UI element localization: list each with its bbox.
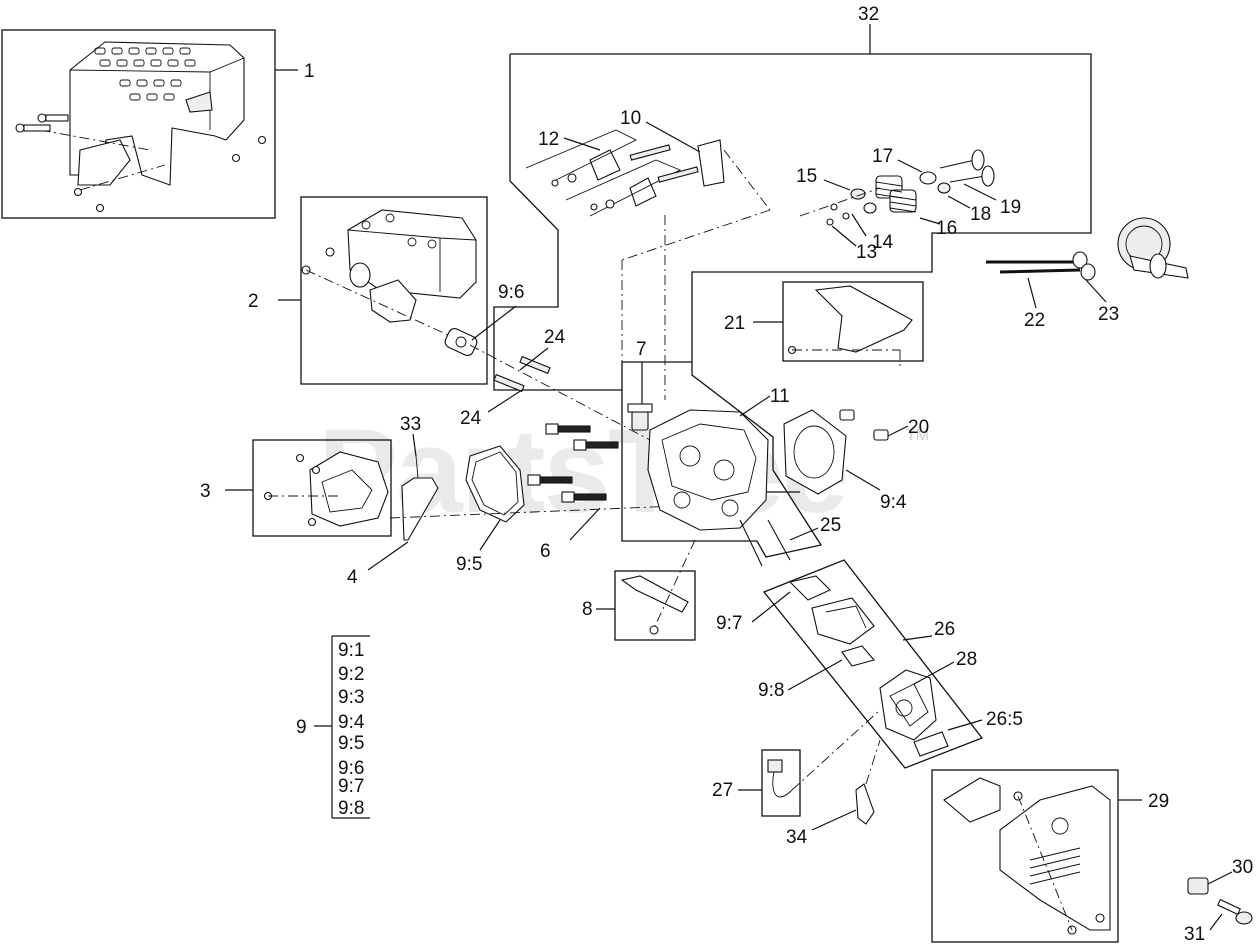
callout-19[interactable]: 19 <box>1000 197 1021 218</box>
deflector-21-part <box>787 285 913 370</box>
callout-9-4[interactable]: 9:4 <box>880 492 907 513</box>
air-cleaner-part <box>301 209 478 356</box>
callout-23[interactable]: 23 <box>1098 304 1119 325</box>
group-box-2 <box>278 196 488 385</box>
group-box-21 <box>753 281 924 362</box>
bracket-8-part <box>620 539 696 635</box>
callout-22[interactable]: 22 <box>1024 310 1045 331</box>
callout-14[interactable]: 14 <box>872 232 894 253</box>
leader-9-6 <box>471 305 517 341</box>
callout-8[interactable]: 8 <box>582 599 593 620</box>
callout-16[interactable]: 16 <box>936 218 957 239</box>
housing-29-part <box>943 777 1111 935</box>
callout-31[interactable]: 31 <box>1184 924 1205 945</box>
kit-legend-item: 9:4 <box>338 712 365 733</box>
kit-legend-item: 9:8 <box>338 798 364 819</box>
group-box-29 <box>931 769 1142 943</box>
valve-train-part <box>525 121 997 400</box>
camshaft-part <box>986 217 1189 309</box>
valve-cover-part <box>263 451 389 527</box>
stud-25-part <box>739 519 819 567</box>
head-gasket-part <box>783 409 909 495</box>
callout-9-7[interactable]: 9:7 <box>716 613 742 634</box>
callout-20[interactable]: 20 <box>908 417 929 438</box>
stud-24-part <box>469 344 651 441</box>
callout-26[interactable]: 26 <box>934 619 955 640</box>
shroud-part <box>15 41 267 213</box>
callout-28[interactable]: 28 <box>956 649 977 670</box>
cylinder-head-part <box>647 395 800 531</box>
group-box-27 <box>738 749 801 817</box>
callout-4[interactable]: 4 <box>347 567 358 588</box>
kit-legend-item: 9:1 <box>338 640 364 661</box>
callout-2[interactable]: 2 <box>248 291 259 312</box>
callout-6[interactable]: 6 <box>540 541 551 562</box>
callout-1[interactable]: 1 <box>304 61 315 82</box>
callout-29[interactable]: 29 <box>1148 791 1169 812</box>
kit-legend-item: 9:7 <box>338 776 364 797</box>
group-box-8 <box>596 570 696 641</box>
callout-26-5[interactable]: 26:5 <box>986 709 1023 730</box>
spark-plug-part <box>627 362 653 431</box>
callout-18[interactable]: 18 <box>970 204 991 225</box>
key-31-part <box>1209 898 1253 931</box>
intake-manifold-part <box>751 575 875 691</box>
callout-24-lower[interactable]: 24 <box>460 408 482 429</box>
callout-3[interactable]: 3 <box>200 481 211 502</box>
watermark-trademark: TM <box>906 427 929 444</box>
breather-tube-part <box>367 433 439 571</box>
callout-11[interactable]: 11 <box>770 386 790 407</box>
switch-30-part <box>1187 871 1233 895</box>
head-bolt-6-part <box>527 423 619 541</box>
kit-legend-item: 9:6 <box>338 758 364 779</box>
callout-30[interactable]: 30 <box>1232 857 1253 878</box>
group-box-26 <box>762 559 984 769</box>
callout-7[interactable]: 7 <box>636 339 647 360</box>
callout-34[interactable]: 34 <box>786 827 808 848</box>
callout-15[interactable]: 15 <box>796 166 817 187</box>
group-box-1 <box>1 29 298 219</box>
link-34-part <box>811 739 881 831</box>
callout-17[interactable]: 17 <box>872 146 893 167</box>
callout-12[interactable]: 12 <box>538 129 559 150</box>
solenoid-27-part <box>767 709 881 798</box>
callout-25[interactable]: 25 <box>820 515 841 536</box>
callout-33[interactable]: 33 <box>400 414 421 435</box>
callout-13[interactable]: 13 <box>856 242 877 263</box>
kit-legend-item: 9:3 <box>338 687 364 708</box>
callout-21[interactable]: 21 <box>724 313 745 334</box>
callout-9-6[interactable]: 9:6 <box>498 282 524 303</box>
group-box-25 <box>621 362 823 558</box>
valve-cover-gasket-part <box>389 445 701 551</box>
kit-legend-item: 9:5 <box>338 733 364 754</box>
callout-9[interactable]: 9 <box>296 717 307 738</box>
callout-9-5[interactable]: 9:5 <box>456 554 482 575</box>
carburetor-part <box>879 661 983 757</box>
kit-legend-box <box>314 635 370 819</box>
callout-24-upper[interactable]: 24 <box>544 327 566 348</box>
callout-27[interactable]: 27 <box>712 780 733 801</box>
callout-10[interactable]: 10 <box>620 108 641 129</box>
callout-9-8[interactable]: 9:8 <box>758 680 784 701</box>
group-box-3 <box>225 439 392 537</box>
callout-32[interactable]: 32 <box>858 4 879 25</box>
kit-legend-item: 9:2 <box>338 664 364 685</box>
